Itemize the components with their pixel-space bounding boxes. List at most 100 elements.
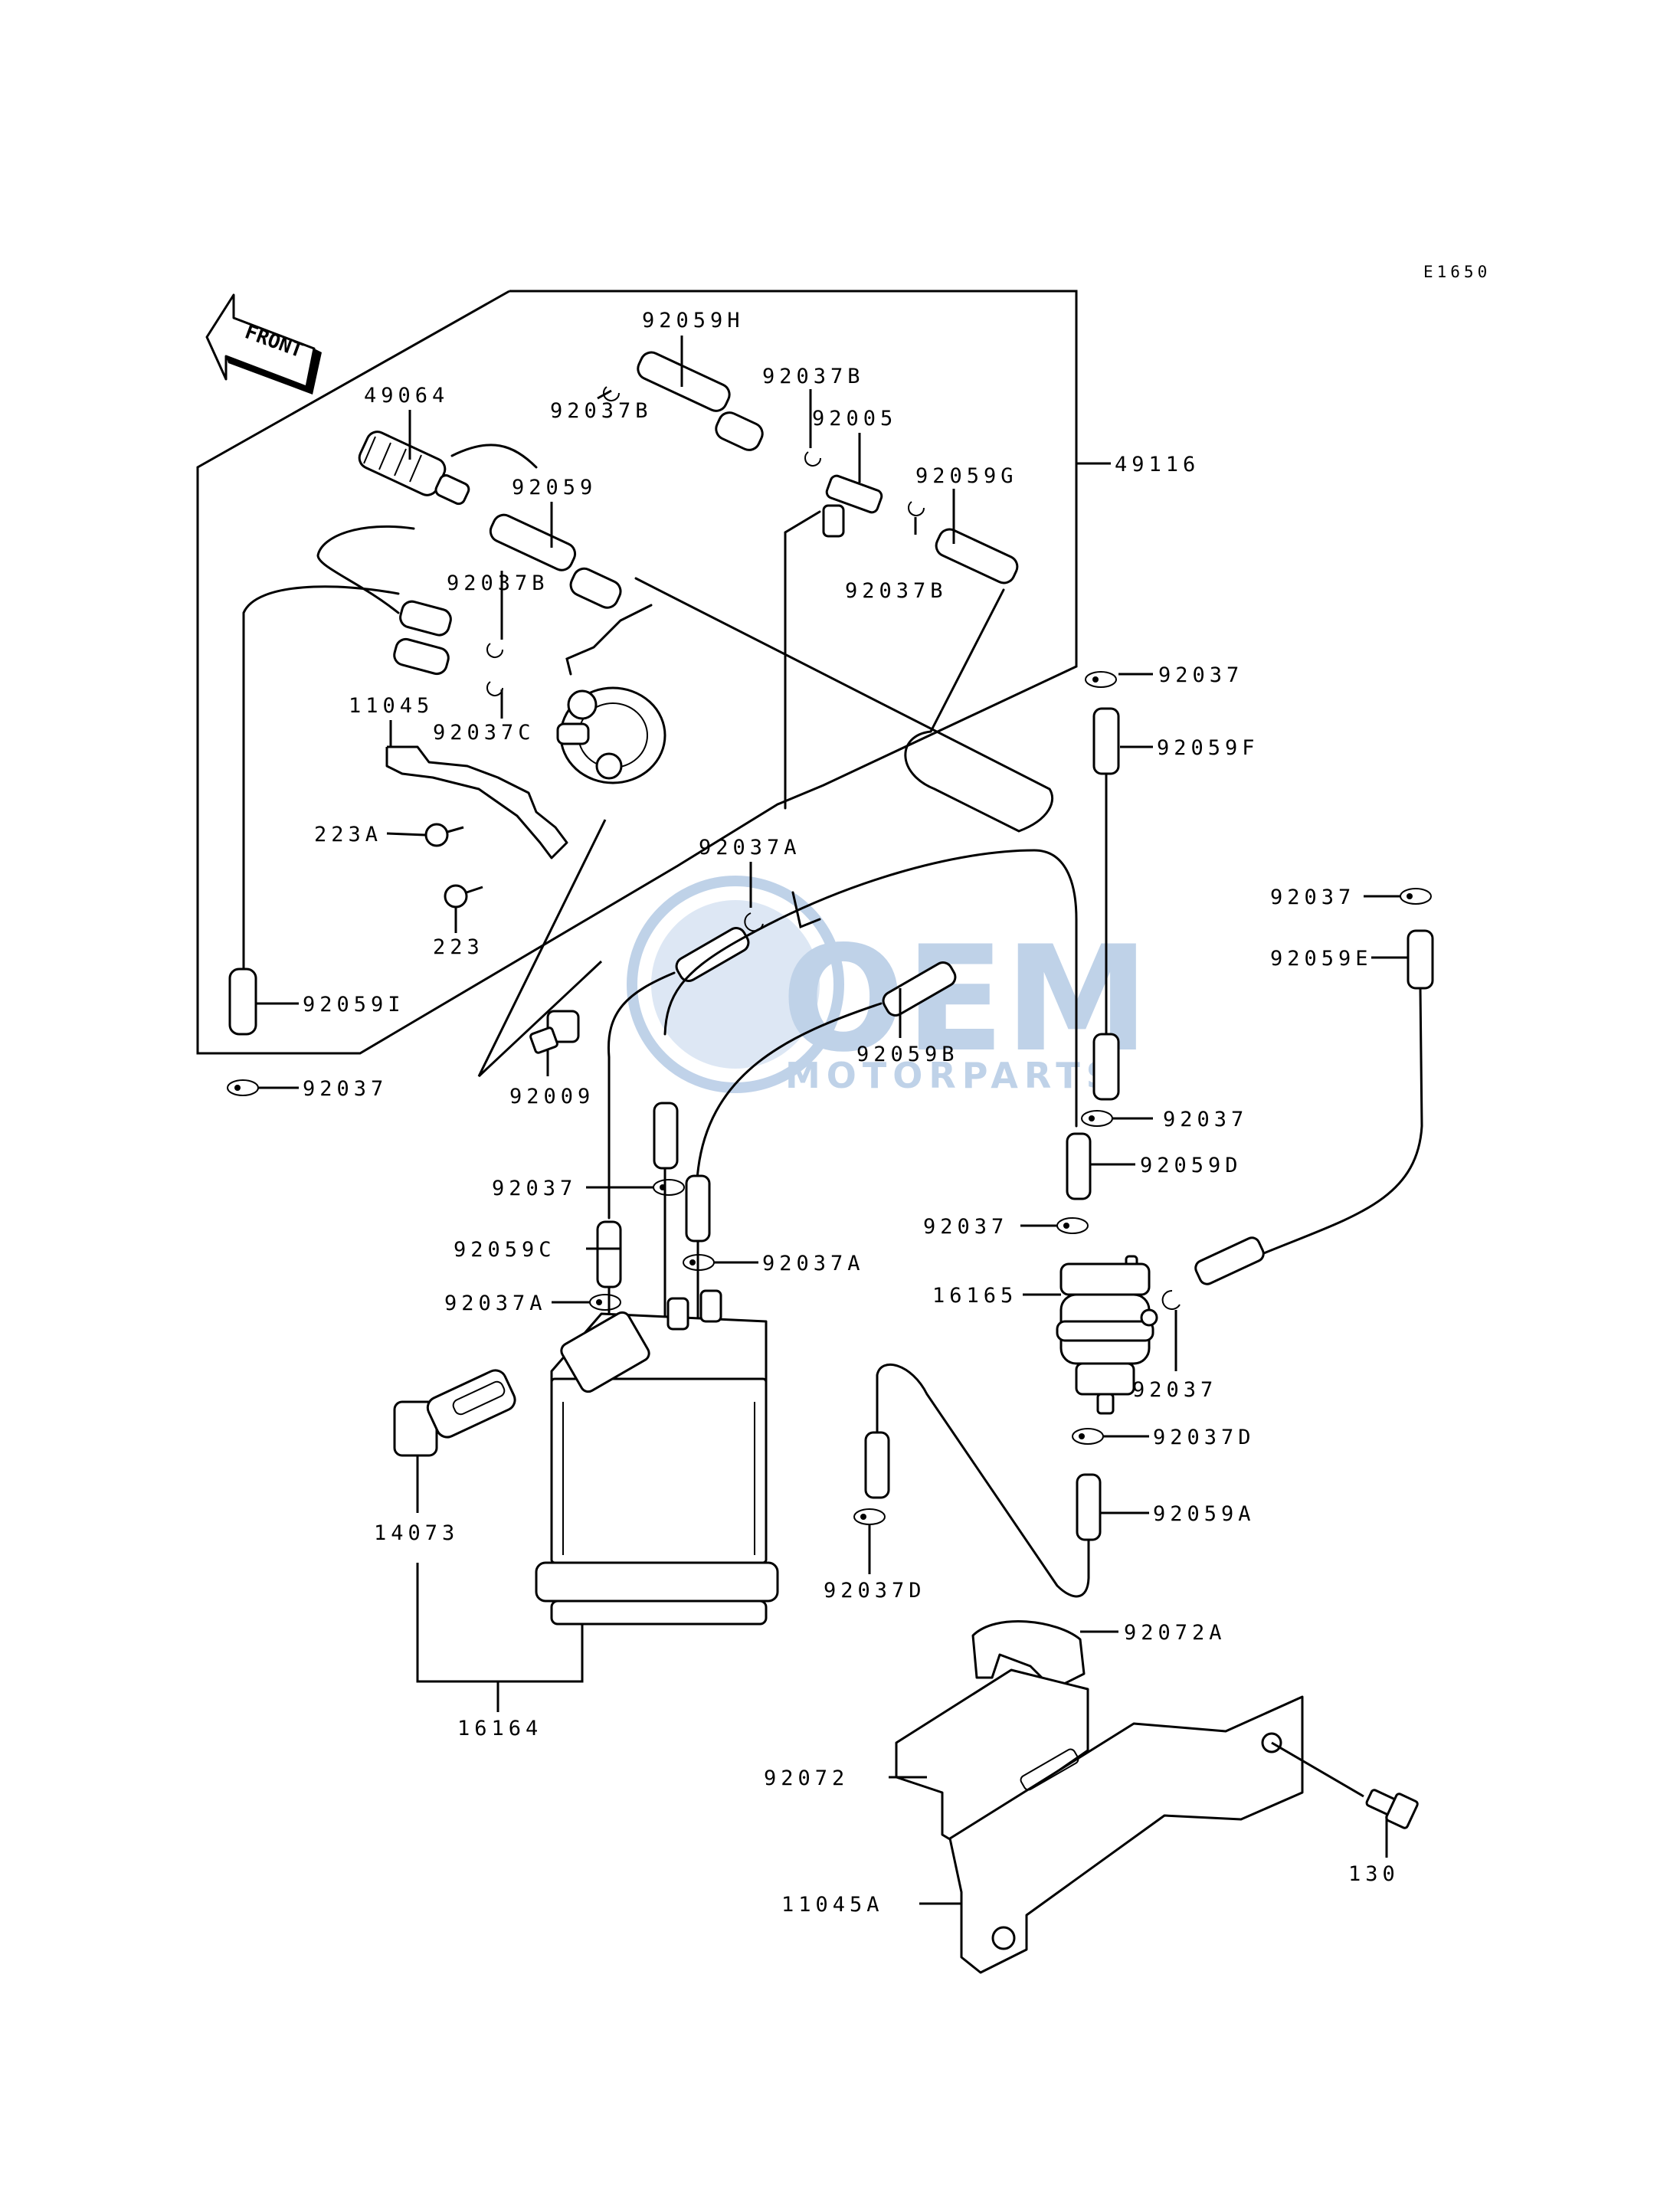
diagram-code: E1650: [1423, 263, 1491, 281]
valve-assembly: [556, 686, 666, 784]
label-92059i: 92059I: [303, 993, 405, 1017]
label-92037b: 92037B: [762, 365, 865, 388]
clamp-icon: [1072, 1428, 1104, 1445]
hose-route: [316, 525, 415, 614]
hose-route: [607, 971, 676, 1220]
hose-92059b: [882, 961, 957, 1017]
hose-piece: [393, 637, 450, 676]
filter-part-49064: [358, 431, 470, 506]
pump-16165: [1056, 1255, 1158, 1415]
label-16165: 16165: [932, 1284, 1017, 1308]
label-92037a: 92037A: [762, 1252, 865, 1275]
label-92037: 92037: [1163, 1108, 1248, 1131]
hose-route: [450, 444, 538, 469]
clamp-icon: [653, 1179, 685, 1196]
clamp-icon: [908, 501, 925, 516]
label-92037b: 92037B: [550, 399, 653, 423]
label-11045: 11045: [349, 694, 434, 718]
label-92037a: 92037A: [699, 836, 801, 859]
hose-route: [784, 510, 821, 810]
label-92072a: 92072A: [1124, 1621, 1226, 1645]
label-92037a: 92037A: [444, 1292, 547, 1315]
clamp-icon: [744, 912, 764, 932]
label-92037d: 92037D: [824, 1579, 926, 1603]
hose-route: [663, 849, 1036, 1036]
label-92059d: 92059D: [1140, 1154, 1243, 1177]
hose-route: [1255, 987, 1423, 1258]
hose-route: [1033, 849, 1078, 1128]
hose-92059h: [637, 351, 764, 451]
connector-14073: [393, 1369, 516, 1457]
tee-fitting-92005: [822, 474, 883, 538]
label-49116: 49116: [1115, 453, 1200, 476]
bolt-92009: [529, 1010, 580, 1054]
hose-route: [242, 585, 400, 971]
label-92037: 92037: [923, 1215, 1008, 1239]
label-92037: 92037: [303, 1077, 388, 1101]
hose-piece: [653, 1102, 679, 1170]
label-92037: 92037: [1158, 663, 1243, 687]
label-223: 223: [433, 935, 484, 959]
clamp-icon: [1161, 1289, 1181, 1310]
label-92037b: 92037B: [447, 571, 549, 595]
hose-route: [791, 891, 821, 929]
hose-92059c: [596, 1220, 622, 1288]
label-92059g: 92059G: [915, 464, 1018, 488]
label-92072: 92072: [764, 1766, 849, 1790]
label-92059a: 92059A: [1153, 1502, 1256, 1526]
watermark-logo: OEM MOTORPARTS: [627, 876, 1149, 1096]
label-92009: 92009: [509, 1085, 594, 1108]
hose-piece: [399, 600, 452, 637]
label-14073: 14073: [374, 1521, 459, 1545]
label-92037: 92037: [1270, 886, 1355, 909]
hose-92059d: [1066, 1132, 1092, 1200]
hose-piece: [864, 1431, 890, 1499]
hose-92059g: [935, 528, 1019, 584]
hose-route: [876, 1363, 1090, 1598]
label-92059: 92059: [512, 476, 597, 499]
hose-92059a: [1076, 1473, 1102, 1541]
label-92059b: 92059B: [856, 1043, 959, 1066]
bolt-223a: [424, 823, 464, 847]
canister-16164: [535, 1289, 779, 1626]
bracket-92072: [895, 1620, 1304, 1974]
label-223a: 223A: [314, 823, 382, 846]
clamp-icon: [853, 1508, 886, 1525]
label-92037: 92037: [1132, 1378, 1217, 1402]
front-arrow-icon: FRONT: [205, 293, 322, 395]
label-92059e: 92059E: [1270, 947, 1373, 971]
hose-92059e: [1407, 929, 1434, 990]
clamp-icon: [589, 1294, 621, 1311]
hose-piece: [1092, 1033, 1120, 1101]
hose-92059i: [228, 968, 257, 1036]
clamp-icon: [1400, 888, 1432, 905]
watermark-brand: OEM: [781, 915, 1149, 1084]
hose-92059: [489, 513, 622, 609]
hose-route: [565, 604, 653, 676]
label-92037d: 92037D: [1153, 1426, 1256, 1449]
clamp-icon: [1081, 1110, 1113, 1127]
clamp-icon: [804, 451, 821, 467]
label-92059c: 92059C: [454, 1238, 556, 1262]
hose-route: [477, 819, 607, 1078]
clamp-icon: [227, 1079, 259, 1096]
kit-outline: [196, 290, 1078, 1055]
clamp-icon: [1056, 1217, 1089, 1234]
bolt-223: [444, 884, 483, 909]
clamp-icon: [486, 681, 503, 696]
hose-92059f: [1092, 707, 1120, 775]
bracket-11045: [385, 745, 568, 859]
clamp-icon: [486, 643, 503, 658]
hose-piece: [1194, 1236, 1265, 1285]
hose-piece: [685, 1174, 711, 1243]
label-92005: 92005: [812, 407, 897, 431]
label-92037: 92037: [492, 1177, 577, 1200]
label-16164: 16164: [457, 1717, 542, 1740]
clamp-icon: [603, 386, 620, 401]
leader-lines: [256, 336, 1408, 1905]
label-92037b: 92037B: [845, 579, 948, 603]
clamp-icon: [1085, 671, 1117, 688]
label-92037c: 92037C: [433, 721, 535, 745]
bolt-130: [1365, 1789, 1419, 1829]
